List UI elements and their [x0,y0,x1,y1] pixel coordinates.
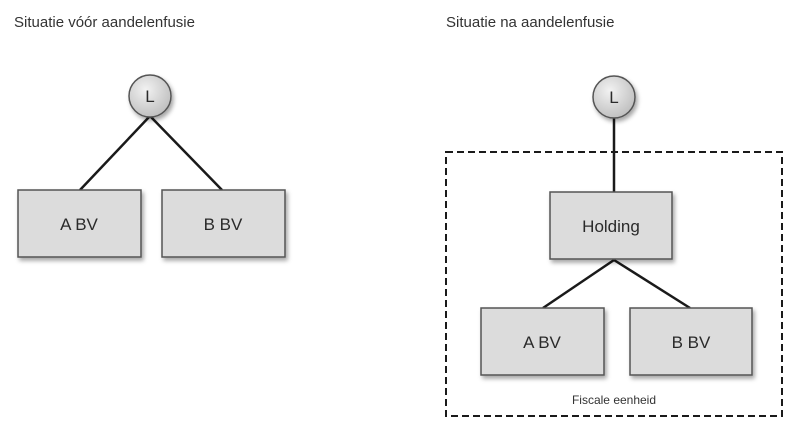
left-panel-title: Situatie vóór aandelenfusie [14,14,195,31]
right-panel: L Holding A BV B BV Fiscale eenheid [445,75,783,417]
left-company-b-box: B BV [161,189,286,258]
right-company-b-box: B BV [629,307,753,376]
left-owner-label: L [145,87,154,106]
right-company-a-label: A BV [523,333,561,352]
right-owner-node: L [592,75,636,119]
holding-to-b-line [613,258,691,310]
left-owner-node: L [128,74,172,118]
holding-label: Holding [582,217,640,236]
right-owner-label: L [609,88,618,107]
left-company-a-label: A BV [60,215,98,234]
left-panel: L A BV B BV [17,74,286,258]
left-company-b-label: B BV [204,215,243,234]
right-company-b-label: B BV [672,333,711,352]
holding-box: Holding [549,191,673,260]
left-owner-to-a-line [79,115,151,191]
fiscal-unity-label: Fiscale eenheid [572,393,656,407]
left-company-a-box: A BV [17,189,142,258]
holding-to-a-line [542,258,615,310]
right-company-a-box: A BV [480,307,605,376]
right-panel-title: Situatie na aandelenfusie [446,14,615,31]
left-owner-to-b-line [149,115,223,191]
